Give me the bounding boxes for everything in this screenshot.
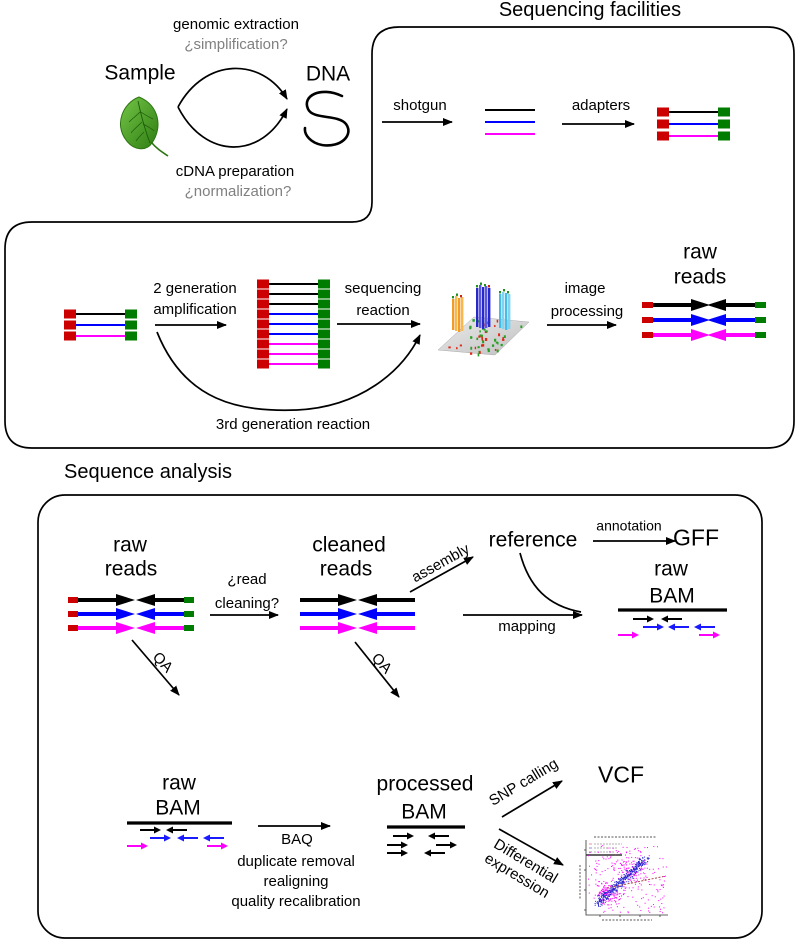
arrow-qa-right [354,641,400,698]
arrow-third-generation [156,331,421,412]
dna-label: DNA [305,62,351,86]
raw-bam-bottom-label-2: BAM [155,796,201,820]
extraction-arrows [177,67,288,148]
raw-bam-top-label-2: BAM [649,584,695,608]
facilities-raw-reads-label-2: reads [673,265,727,289]
read-cleaning-label-2: cleaning? [214,594,280,612]
sequencing-reaction-label-2: reaction [356,301,410,319]
arrow-differential [498,828,564,866]
facilities-raw-reads-label-1: raw [683,240,717,264]
raw-reads-icon [68,592,195,636]
raw-bam-icon-top [617,608,727,640]
raw-reads-label-1: raw [113,533,147,557]
raw-bam-icon-bottom [126,821,232,851]
arrow-qa-left [131,639,180,696]
facilities-title: Sequencing facilities [498,0,682,21]
amplification-label-1: 2 generation [153,279,237,297]
image-processing-label-2: processing [550,302,624,320]
genomic-extraction-label: genomic extraction [173,15,299,33]
flowcell-icon [437,282,530,357]
fragments-adapters-icon [656,106,731,142]
cleaned-reads-icon [298,592,417,636]
shotgun-label: shotgun [393,96,447,114]
realigning-label: realigning [263,872,329,890]
quality-recalibration-label: quality recalibration [231,892,361,910]
image-processing-label-1: image [564,279,606,297]
fragments-plain-icon [485,109,535,135]
fragments-amplified-icon [256,278,331,370]
third-generation-label: 3rd generation reaction [215,415,371,433]
normalization-label: ¿normalization? [184,182,292,200]
arrow-snp-calling [501,780,563,818]
annotation-label: annotation [596,517,662,534]
processed-bam-icon [386,825,465,858]
mapping-label: mapping [498,617,556,635]
scatter-plot-icon [579,832,671,924]
processed-bam-label-1: processed [376,772,474,796]
raw-bam-bottom-label-1: raw [162,771,196,795]
baq-label: BAQ [281,830,313,848]
gff-label: GFF [673,524,719,551]
facilities-outline [4,26,795,449]
raw-bam-top-label-1: raw [654,557,688,581]
vcf-label: VCF [598,761,644,788]
analysis-outline [37,494,763,939]
arrow-assembly [409,556,474,593]
processed-bam-label-2: BAM [401,800,447,824]
reference-mapping-curve [519,552,582,613]
cleaned-reads-label-2: reads [319,557,373,581]
adapters-label: adapters [571,96,631,114]
read-cleaning-label-1: ¿read [227,570,267,588]
raw-reads-icon-facilities [642,297,766,343]
dna-icon [303,90,350,147]
sequencing-reaction-label-1: sequencing [344,279,422,297]
leaf-icon [120,96,169,157]
fragments-small-icon [63,308,138,342]
amplification-label-2: amplification [153,300,237,318]
sample-label: Sample [104,61,176,85]
cleaned-reads-label-1: cleaned [312,533,386,557]
flowcell-bars [452,282,511,332]
analysis-title: Sequence analysis [64,461,232,483]
reference-label: reference [488,528,578,552]
cdna-preparation-label: cDNA preparation [175,162,295,180]
raw-reads-label-2: reads [104,557,158,581]
duplicate-removal-label: duplicate removal [237,852,355,870]
simplification-label: ¿simplification? [184,35,288,53]
